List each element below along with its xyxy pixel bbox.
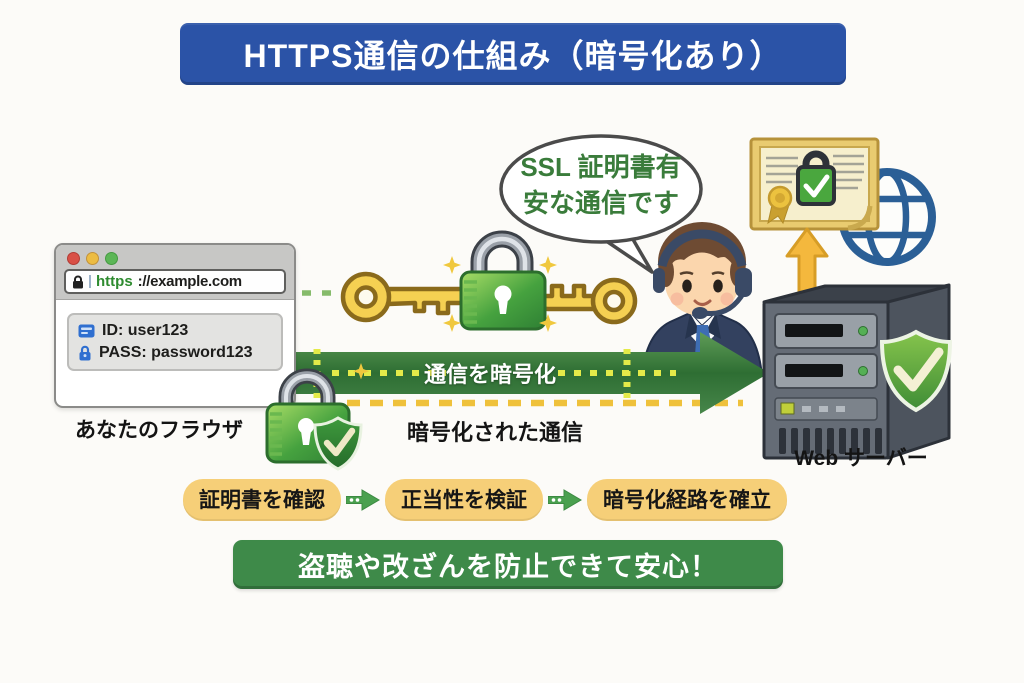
browser-titlebar: https://example.com: [56, 245, 294, 300]
url-scheme: https: [96, 273, 133, 290]
mic-boom-icon: [703, 290, 747, 317]
padlock-browser-icon: [265, 368, 351, 464]
encrypted-traffic-caption: 暗号化された通信: [406, 420, 583, 445]
footer-message: 盗聴や改ざんを防止できて安心！: [298, 552, 718, 582]
url-rest: ://example.com: [137, 273, 242, 290]
padlock-center-icon: [459, 230, 547, 331]
url-lock-icon: [73, 275, 83, 288]
browser-window: https://example.com ID: user123 PASS: pa…: [54, 243, 296, 408]
close-dot-icon: [67, 252, 80, 265]
id-row: ID: user123: [78, 322, 272, 340]
certificate-icon: [749, 137, 880, 231]
id-value: ID: user123: [102, 322, 189, 339]
server-icon: [762, 283, 951, 460]
step-arrow-icon: [346, 489, 380, 511]
window-controls: [67, 252, 118, 265]
headset-earcup-icon: [735, 268, 752, 297]
login-form: ID: user123 PASS: password123: [67, 313, 283, 371]
password-lock-icon: [79, 345, 91, 361]
id-card-icon: [78, 324, 95, 338]
speech-bubble-text: SSL 証明書有 安な通信です: [501, 149, 701, 221]
address-bar: https://example.com: [64, 269, 286, 294]
pass-row: PASS: password123: [78, 344, 272, 362]
step-arrow-icon: [548, 489, 582, 511]
pass-value: PASS: password123: [99, 344, 253, 361]
footer-banner: 盗聴や改ざんを防止できて安心！: [233, 540, 783, 589]
encryption-arrow-label: 通信を暗号化: [423, 362, 556, 387]
server-caption: Web サーバー: [794, 447, 928, 470]
browser-shield-check-icon: [313, 416, 363, 471]
step-verify-certificate: 証明書を確認: [183, 479, 341, 521]
bubble-line-1: SSL 証明書有: [520, 152, 682, 182]
server-shield-check-icon: [879, 329, 953, 413]
handshake-steps: 証明書を確認 正当性を検証 暗号化経路を確立: [183, 479, 787, 521]
minimize-dot-icon: [86, 252, 99, 265]
sparkle-icons: [352, 256, 557, 380]
step-establish-encrypted-route: 暗号化経路を確立: [587, 479, 787, 521]
step-verify-validity: 正当性を検証: [385, 479, 543, 521]
title-banner: HTTPS通信の仕組み（暗号化あり）: [180, 23, 846, 85]
urlbar-divider: [89, 275, 91, 288]
speech-bubble: [499, 134, 703, 274]
maximize-dot-icon: [105, 252, 118, 265]
bubble-line-2: 安な通信です: [522, 188, 679, 218]
headset-band-icon: [657, 229, 747, 268]
browser-caption: あなたのフラウザ: [75, 419, 243, 442]
page-title: HTTPS通信の仕組み（暗号化あり）: [243, 38, 783, 74]
